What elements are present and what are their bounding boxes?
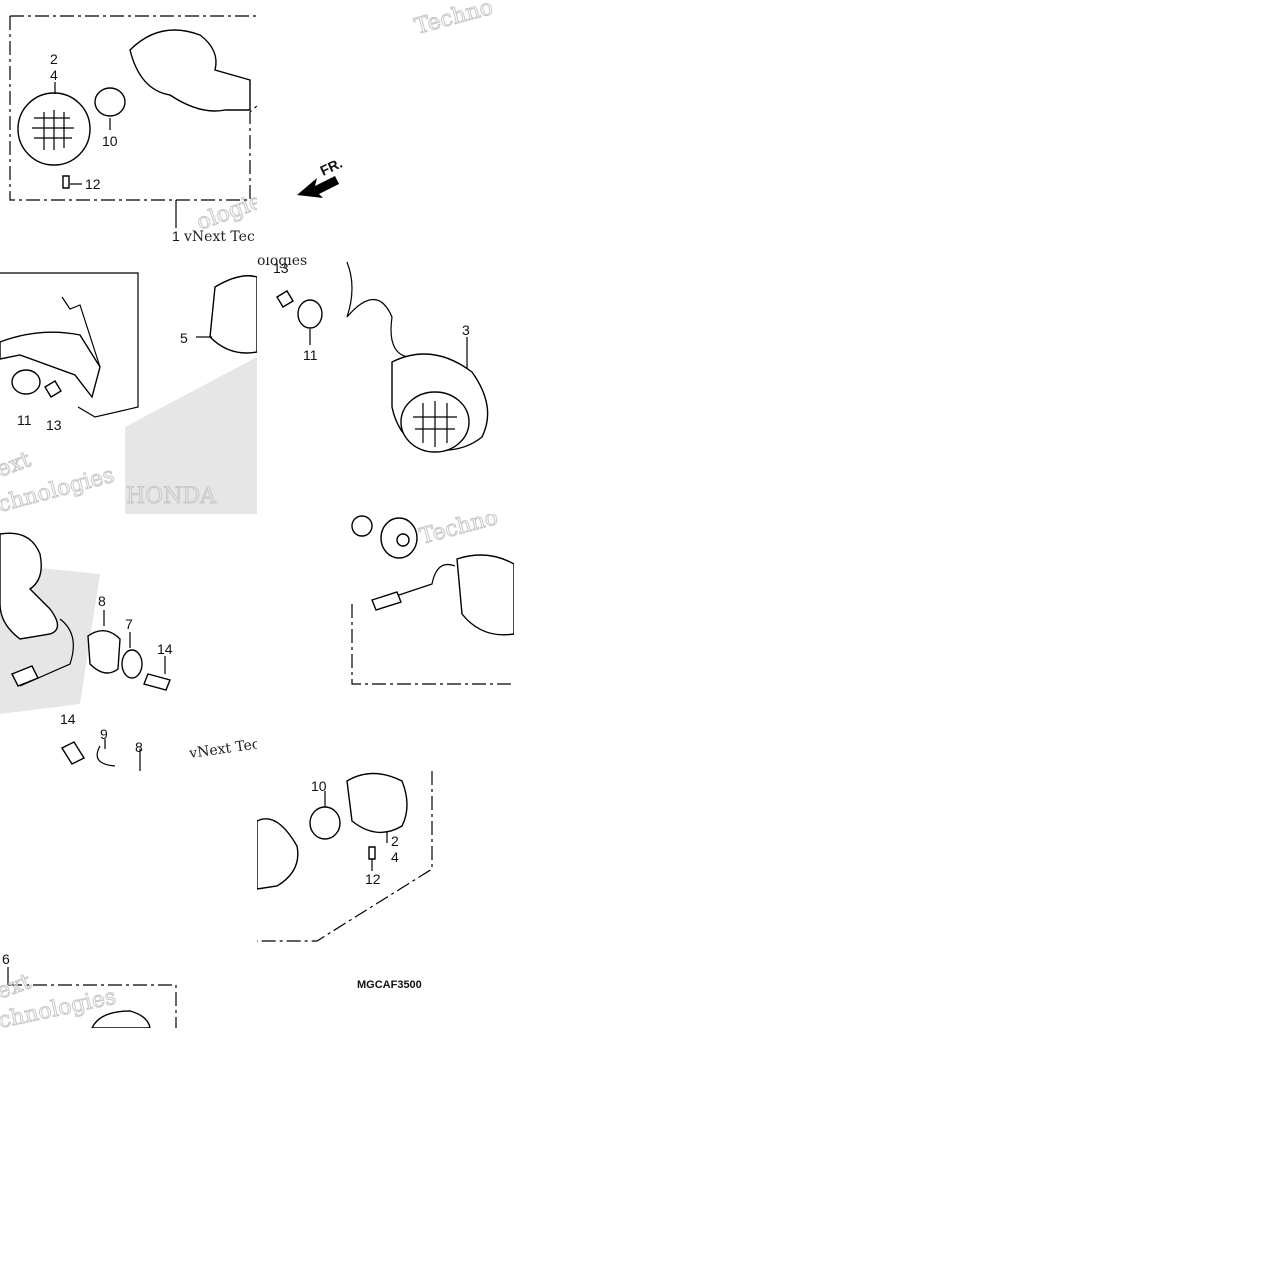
bolt-icon-4: [60, 741, 86, 765]
label-9: 9: [100, 726, 108, 742]
watermark-tail: ologies: [257, 257, 307, 269]
label-10-b: 10: [311, 778, 327, 794]
bolt-icon: [44, 380, 62, 398]
direction-label: FR.: [318, 155, 345, 179]
label-6: 6: [2, 951, 10, 967]
oring-icon-2: [297, 299, 323, 329]
label-2: 2: [50, 51, 58, 67]
watermark-left: ext: [0, 447, 34, 482]
label-11-top: 11: [303, 347, 318, 363]
tile-rear-mount: 8 7 14 14 9 8 vNext Tec: [0, 514, 257, 771]
screw-icon-2: [368, 846, 376, 860]
label-13: 13: [46, 417, 62, 433]
rear-connector-drawing: Techno: [351, 514, 514, 685]
honda-logo-watermark: [125, 357, 257, 514]
watermark-left-3: ext: [0, 969, 34, 1004]
label-2-b: 2: [391, 833, 399, 849]
rear-mount-drawing: 8 7 14 14 9 8 vNext Tec: [0, 532, 257, 771]
label-10: 10: [102, 133, 118, 149]
tile-rear-bracket: HONDA 5 11 13 ext chnologies: [0, 257, 257, 514]
front-signal-drawing: 2 4 10 12 1 vNext Tec ologies: [9, 15, 257, 245]
label-14: 14: [157, 641, 173, 657]
bolt-icon-3: [143, 673, 171, 691]
label-4-b: 4: [391, 849, 399, 865]
bracket-icon: [0, 331, 101, 399]
screw-icon: [62, 175, 70, 189]
lens-icon-2: [91, 1010, 151, 1028]
signal-body-icon-2: [0, 532, 59, 640]
label-5: 5: [180, 330, 188, 346]
diagram-code: MGCAF3500: [357, 979, 422, 991]
cover-icon: [209, 275, 257, 354]
label-14-b: 14: [60, 711, 76, 727]
cover-icon-2: [257, 818, 299, 890]
tile-rear-connector: Techno: [257, 514, 514, 771]
tile-front-signal: 2 4 10 12 1 vNext Tec ologies: [0, 0, 257, 257]
signal-body-icon-3: [456, 554, 514, 636]
oring-icon: [11, 369, 41, 395]
label-4: 4: [50, 67, 58, 83]
connector-icon: [11, 665, 39, 687]
label-8: 8: [98, 593, 106, 609]
tile-left-partial: 6 ext chnologies: [0, 771, 257, 1028]
bulb-icon-2: [309, 806, 341, 840]
damper-icon: [87, 630, 121, 674]
watermark-small-2: vNext Tec: [187, 736, 257, 762]
label-12: 12: [85, 176, 101, 192]
connector-icon-2: [371, 591, 402, 611]
bulb-icon: [94, 87, 126, 117]
direction-drawing: Techno FR.: [297, 0, 496, 198]
label-3: 3: [462, 322, 470, 338]
label-11: 11: [17, 412, 32, 428]
housing-icon: [129, 29, 251, 112]
tile-direction: Techno FR.: [257, 0, 514, 257]
honda-watermark: HONDA: [126, 484, 217, 509]
front-arrow-icon: [297, 176, 339, 198]
label-12-b: 12: [365, 871, 381, 887]
label-13-top: 13: [273, 260, 289, 276]
socket-icon: [346, 772, 408, 834]
tile-front-right: 10 2 4 12 MGCAF3500: [257, 771, 514, 1028]
label-7: 7: [125, 616, 133, 632]
label-1: 1: [172, 228, 180, 244]
front-right-drawing: 10 2 4 12 MGCAF3500: [257, 771, 433, 991]
label-8-b: 8: [135, 739, 143, 755]
rear-signal-drawing: ologies 13 11 3: [257, 257, 489, 453]
rear-bracket-drawing: HONDA 5 11 13 ext chnologies: [0, 272, 257, 514]
left-partial-drawing: 6 ext chnologies: [0, 951, 177, 1028]
watermark-mid: Techno: [417, 514, 501, 550]
watermark-top: Techno: [412, 0, 496, 40]
washer-icon: [121, 649, 143, 679]
clip-icon: [351, 515, 373, 537]
tile-rear-signal: ologies 13 11 3: [257, 257, 514, 514]
bolt-icon-2: [276, 290, 294, 308]
watermark-text: vNext Tec: [183, 229, 255, 245]
